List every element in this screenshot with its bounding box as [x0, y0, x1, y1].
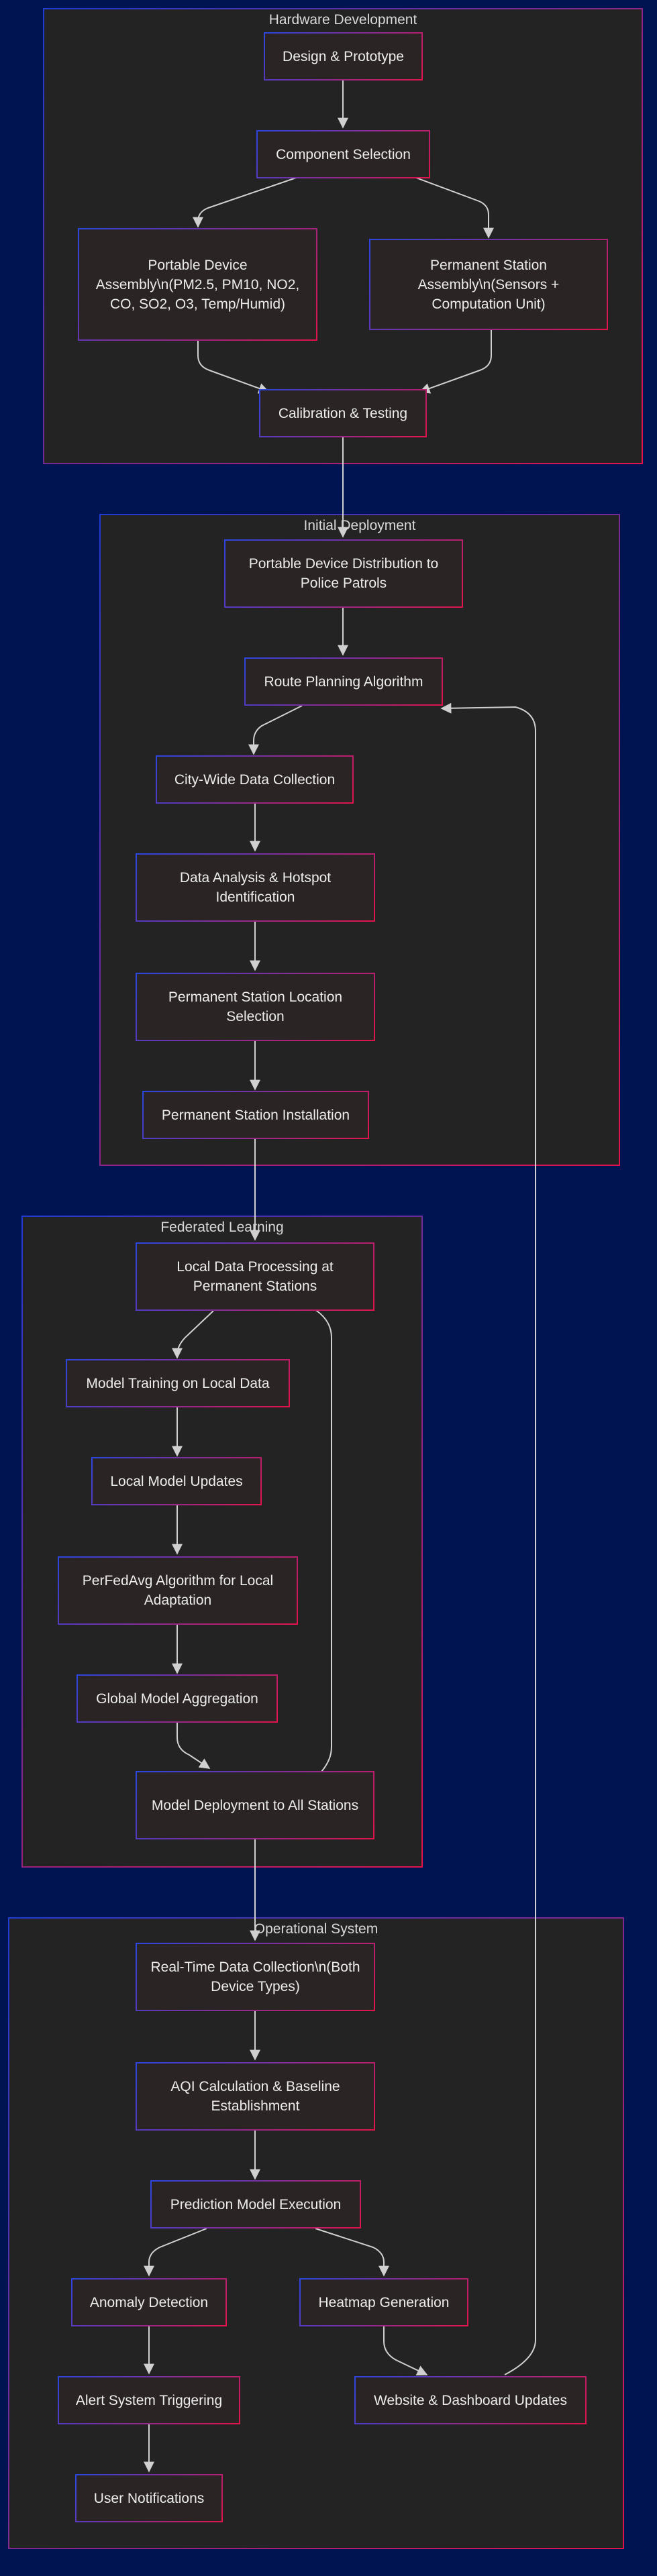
- node-model-training[interactable]: Model Training on Local Data: [66, 1359, 290, 1407]
- node-design-prototype[interactable]: Design & Prototype: [264, 32, 423, 80]
- edge-localprocessing-training: [172, 1310, 214, 1359]
- cluster-title-hardware: Hardware Development: [268, 12, 417, 28]
- cluster-federated-learning: Federated Learning: [21, 1216, 423, 1868]
- node-aqi-calculation[interactable]: AQI Calculation & Baseline Establishment: [136, 2062, 375, 2131]
- node-local-data-processing[interactable]: Local Data Processing at Permanent Stati…: [136, 1242, 374, 1311]
- edge-prediction-heatmap: [315, 2228, 389, 2277]
- node-city-wide-collection[interactable]: City-Wide Data Collection: [156, 755, 354, 804]
- cluster-title-deployment: Initial Deployment: [303, 518, 416, 533]
- edge-prediction-anomaly: [144, 2228, 207, 2277]
- edge-route-collection: [248, 705, 303, 755]
- node-portable-device-assembly[interactable]: Portable Device Assembly\n(PM2.5, PM10, …: [78, 228, 317, 341]
- node-data-analysis[interactable]: Data Analysis & Hotspot Identification: [136, 853, 375, 922]
- node-alert-triggering[interactable]: Alert System Triggering: [58, 2376, 240, 2424]
- edge-component-portable: [193, 175, 303, 228]
- node-heatmap-generation[interactable]: Heatmap Generation: [299, 2278, 468, 2326]
- node-global-aggregation[interactable]: Global Model Aggregation: [77, 1674, 278, 1723]
- node-portable-distribution[interactable]: Portable Device Distribution to Police P…: [224, 539, 463, 608]
- node-station-location-selection[interactable]: Permanent Station Location Selection: [136, 973, 375, 1041]
- node-station-installation[interactable]: Permanent Station Installation: [142, 1091, 369, 1139]
- node-component-selection[interactable]: Component Selection: [256, 130, 430, 178]
- edge-heatmap-website: [383, 2326, 428, 2376]
- node-permanent-station-assembly[interactable]: Permanent Station Assembly\n(Sensors + C…: [369, 239, 608, 330]
- node-perfedavg[interactable]: PerFedAvg Algorithm for Local Adaptation: [58, 1556, 298, 1625]
- cluster-operational-system: Operational System: [8, 1917, 624, 2549]
- edge-modeldeploy-localprocessing: [295, 1298, 332, 1773]
- edge-portable-calibration: [197, 341, 270, 394]
- cluster-title-operational: Operational System: [254, 1921, 378, 1937]
- node-realtime-collection[interactable]: Real-Time Data Collection\n(Both Device …: [136, 1943, 375, 2011]
- node-user-notifications[interactable]: User Notifications: [75, 2474, 223, 2522]
- node-prediction-execution[interactable]: Prediction Model Execution: [150, 2180, 361, 2229]
- edge-component-permanent: [410, 175, 494, 239]
- node-website-dashboard[interactable]: Website & Dashboard Updates: [354, 2376, 587, 2424]
- edge-permanent-calibration: [419, 330, 492, 394]
- cluster-initial-deployment: Initial Deployment: [99, 514, 620, 1166]
- edge-aggregation-modeldeploy: [176, 1723, 211, 1769]
- node-model-deployment[interactable]: Model Deployment to All Stations: [136, 1771, 374, 1839]
- edge-website-route: [440, 702, 536, 2375]
- node-local-model-updates[interactable]: Local Model Updates: [91, 1457, 262, 1505]
- node-anomaly-detection[interactable]: Anomaly Detection: [71, 2278, 227, 2326]
- node-route-planning[interactable]: Route Planning Algorithm: [244, 657, 443, 706]
- node-calibration-testing[interactable]: Calibration & Testing: [259, 389, 427, 437]
